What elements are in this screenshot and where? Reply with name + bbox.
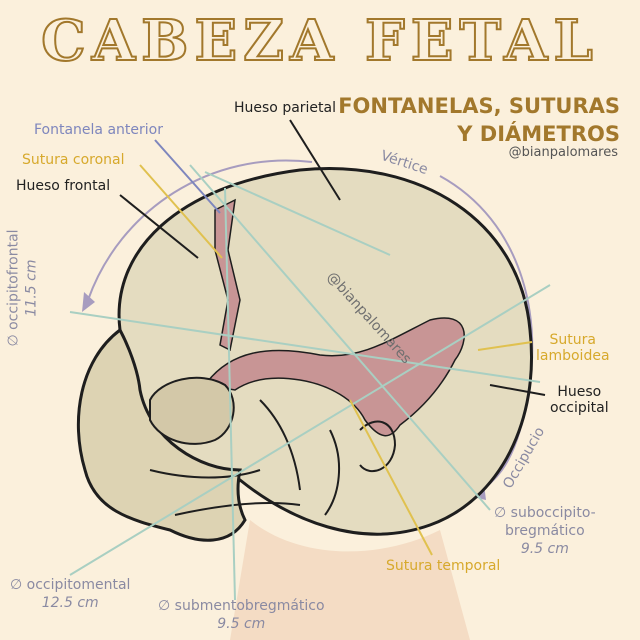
label-lamboidea: Sutura lamboidea [536,332,610,364]
eye-socket [149,376,235,445]
subtitle: FONTANELAS, SUTURAS Y DIÁMETROS [338,92,620,148]
frontal-leader [119,194,199,259]
suboccipitobregmatico-line [189,164,491,511]
occipitofrontal-line [69,311,541,383]
label-lamboidea-line-2: lamboidea [536,348,610,364]
extra-diameter-line [204,171,391,256]
suboccipitobregmatico-value: 9.5 cm [520,541,569,557]
fontanela-leader [154,139,221,214]
submentobregmatico-name: ∅ submentobregmático [158,598,325,614]
label-occipital-line-2: occipital [550,400,609,416]
page-title: CABEZA FETAL [40,7,599,75]
occipitomental-value: 12.5 cm [41,595,99,611]
submentobregmatico-value: 9.5 cm [217,616,266,632]
label-occipital-line-1: Hueso [557,384,602,400]
subtitle-line-1: FONTANELAS, SUTURAS [338,94,620,118]
occipital-leader [489,384,546,396]
label-frontal: Hueso frontal [16,178,111,194]
label-lamboidea-line-1: Sutura [549,332,596,348]
lamboidea-leader [477,341,533,351]
occipitomental-name: ∅ occipitomental [10,577,131,593]
suboccipitobregmatico-name-2: bregmático [505,523,585,539]
vertex-arc-front-arrowhead [82,292,95,312]
coronal-leader [139,164,223,259]
skull-crack-1 [259,399,301,491]
occipitofrontal-value: 11.5 cm [23,259,40,317]
occipitomental-line [69,284,551,576]
parietal-leader [289,119,341,201]
skull-crack-2 [324,429,341,516]
maxilla [149,469,261,479]
label-occipital: Hueso occipital [550,384,609,416]
label-coronal: Sutura coronal [22,152,125,168]
label-temporal: Sutura temporal [386,558,501,574]
temporal-leader [349,399,433,556]
vertex-arc-front [87,159,313,301]
ear-region [359,420,397,473]
label-parietal: Hueso parietal [234,100,337,116]
diameter-occipitomental: ∅ occipitomental 12.5 cm [10,576,130,612]
mandible [174,502,301,516]
occipitofrontal-name: ∅ occipitofrontal [5,229,22,347]
suboccipitobregmatico-name-1: ∅ suboccipito- [494,505,596,521]
submentobregmatico-line [224,187,236,601]
label-fontanela: Fontanela anterior [34,122,163,138]
subtitle-line-2: Y DIÁMETROS [457,122,620,146]
face [76,327,247,542]
author-handle: @bianpalomares [508,145,618,160]
diameter-submentobregmatico: ∅ submentobregmático 9.5 cm [158,597,325,633]
neck-shape [230,520,470,640]
diameter-occipitofrontal: ∅ occipitofrontal 11.5 cm [5,229,41,346]
diameter-suboccipitobregmatico: ∅ suboccipito- bregmático 9.5 cm [494,504,596,558]
